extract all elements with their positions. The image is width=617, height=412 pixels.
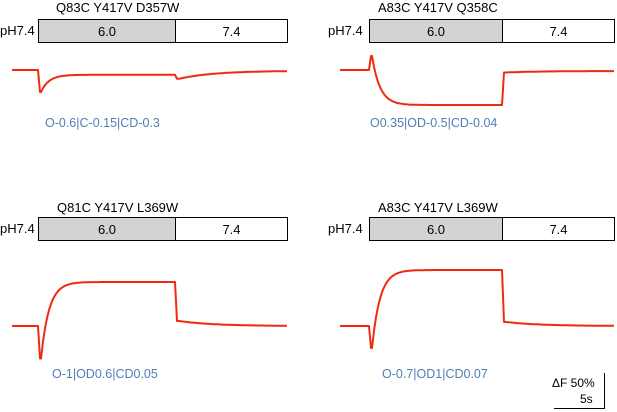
ph-label: pH7.4 [0, 23, 35, 38]
fluorescence-trace [340, 55, 614, 106]
fit-parameters: O-0.6|C-0.15|CD-0.3 [45, 116, 160, 130]
high-ph-bar: 7.4 [176, 217, 288, 241]
trace-line [340, 269, 614, 349]
fit-parameters: O-0.7|OD1|CD0.07 [382, 367, 488, 381]
scale-bar-vertical [604, 373, 605, 409]
panel-a83c-l369w: A83C Y417V L369W pH7.4 6.0 7.4 O-0.7|OD1… [325, 200, 617, 400]
ph-label: pH7.4 [328, 23, 363, 38]
panel-title: A83C Y417V Q358C [378, 0, 498, 15]
scale-time-label: 5s [580, 392, 593, 406]
panel-q81c-l369w: Q81C Y417V L369W pH7.4 6.0 7.4 O-1|OD0.6… [0, 200, 300, 400]
low-ph-bar: 6.0 [369, 217, 503, 241]
panel-q83c-d357w: Q83C Y417V D357W pH7.4 6.0 7.4 O-0.6|C-0… [0, 0, 300, 200]
fit-parameters: O-1|OD0.6|CD0.05 [52, 367, 158, 381]
panel-title: Q81C Y417V L369W [57, 200, 179, 215]
ph-label: pH7.4 [328, 221, 363, 236]
ph-label: pH7.4 [0, 221, 35, 236]
fluorescence-trace [340, 269, 614, 349]
fluorescence-trace [12, 69, 287, 93]
trace-line [12, 281, 287, 360]
panel-title: A83C Y417V L369W [378, 200, 498, 215]
scale-amplitude-label: ΔF 50% [552, 376, 595, 390]
high-ph-bar: 7.4 [503, 217, 615, 241]
low-ph-bar: 6.0 [38, 217, 176, 241]
fit-parameters: O0.35|OD-0.5|CD-0.04 [370, 116, 498, 130]
panel-title: Q83C Y417V D357W [56, 0, 180, 15]
high-ph-bar: 7.4 [176, 19, 288, 43]
trace-line [12, 69, 287, 93]
fluorescence-trace [12, 281, 287, 360]
scale-bar-horizontal [554, 408, 605, 409]
panel-a83c-q358c: A83C Y417V Q358C pH7.4 6.0 7.4 O0.35|OD-… [325, 0, 617, 200]
low-ph-bar: 6.0 [369, 19, 503, 43]
trace-line [340, 55, 614, 106]
low-ph-bar: 6.0 [38, 19, 176, 43]
high-ph-bar: 7.4 [503, 19, 615, 43]
